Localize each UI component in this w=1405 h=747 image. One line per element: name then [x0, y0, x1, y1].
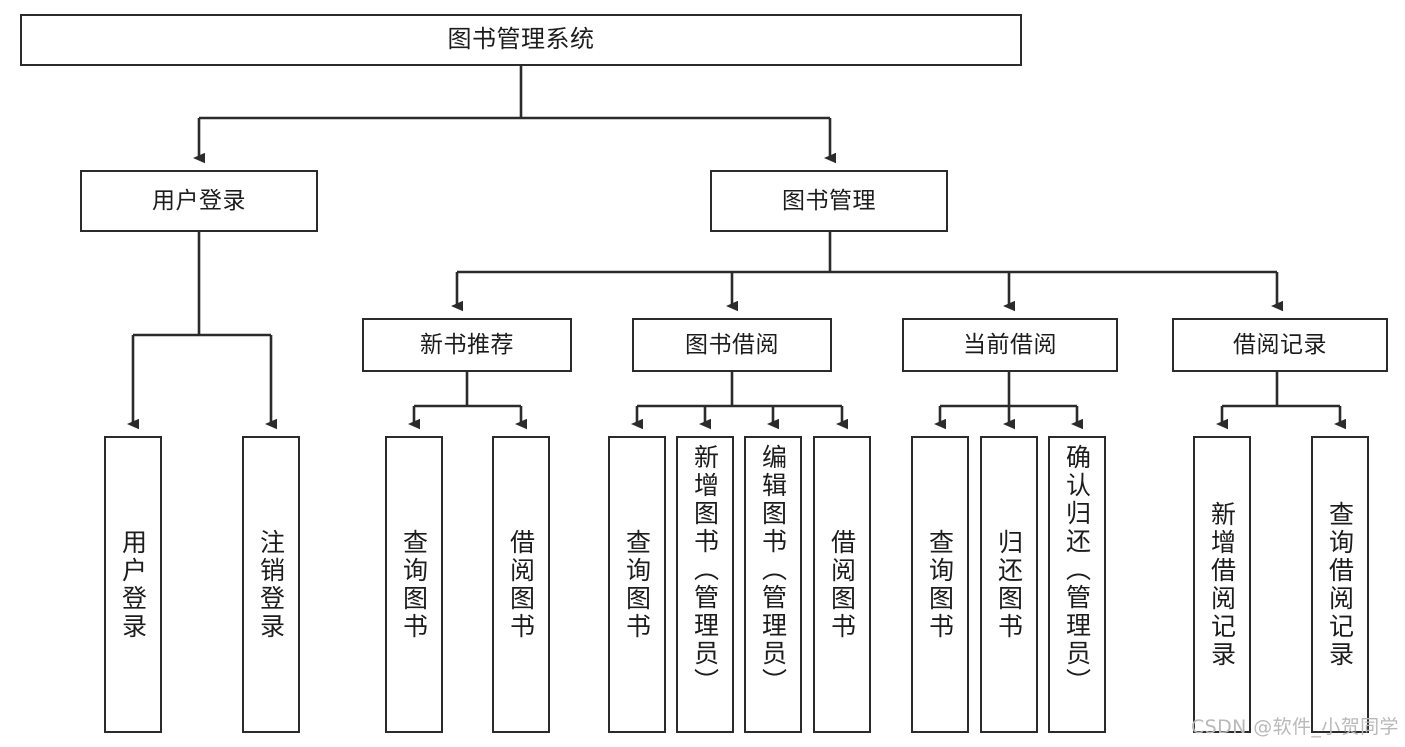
node-new-book-recommend[interactable]: 新书推荐	[362, 318, 572, 372]
node-leaf-query-borrow-record[interactable]: 查询借阅记录	[1311, 436, 1369, 733]
node-label: 图书借阅	[685, 331, 779, 358]
node-user-login[interactable]: 用户登录	[80, 170, 318, 232]
node-leaf-query-book-recommend[interactable]: 查询图书	[385, 436, 443, 733]
node-label: 图书管理系统	[447, 25, 595, 54]
node-book-borrow[interactable]: 图书借阅	[632, 318, 832, 372]
node-label: 确认归还（管理员）	[1062, 444, 1092, 696]
node-leaf-logout[interactable]: 注销登录	[242, 436, 300, 733]
node-leaf-add-borrow-record[interactable]: 新增借阅记录	[1193, 436, 1251, 733]
node-leaf-return-book[interactable]: 归还图书	[980, 436, 1038, 733]
node-label: 用户登录	[152, 187, 246, 214]
node-leaf-borrow-book-recommend[interactable]: 借阅图书	[492, 436, 550, 733]
node-book-management[interactable]: 图书管理	[710, 170, 948, 232]
node-leaf-edit-book-admin[interactable]: 编辑图书（管理员）	[744, 436, 802, 733]
node-label: 新增借阅记录	[1207, 500, 1237, 669]
node-root-book-management-system[interactable]: 图书管理系统	[20, 14, 1022, 66]
node-leaf-query-book-borrow[interactable]: 查询图书	[608, 436, 666, 733]
node-label: 用户登录	[118, 528, 148, 641]
node-leaf-add-book-admin[interactable]: 新增图书（管理员）	[676, 436, 734, 733]
node-label: 借阅记录	[1233, 331, 1327, 358]
node-label: 借阅图书	[827, 528, 857, 641]
node-current-borrow[interactable]: 当前借阅	[902, 318, 1118, 372]
node-label: 归还图书	[994, 528, 1024, 641]
node-leaf-borrow-book[interactable]: 借阅图书	[813, 436, 871, 733]
node-leaf-confirm-return-admin[interactable]: 确认归还（管理员）	[1048, 436, 1106, 733]
node-label: 新书推荐	[420, 331, 514, 358]
node-leaf-query-book-current[interactable]: 查询图书	[911, 436, 969, 733]
node-label: 新增图书（管理员）	[690, 444, 720, 696]
node-label: 借阅图书	[506, 528, 536, 641]
node-borrow-record[interactable]: 借阅记录	[1172, 318, 1388, 372]
node-label: 查询借阅记录	[1325, 500, 1355, 669]
node-label: 编辑图书（管理员）	[758, 444, 788, 696]
node-leaf-user-login[interactable]: 用户登录	[104, 436, 162, 733]
watermark: CSDN @软件_小贺同学	[1191, 716, 1399, 738]
node-label: 查询图书	[399, 528, 429, 641]
node-label: 查询图书	[925, 528, 955, 641]
node-label: 注销登录	[256, 528, 286, 641]
node-label: 当前借阅	[963, 331, 1057, 358]
node-label: 图书管理	[782, 187, 876, 214]
node-label: 查询图书	[622, 528, 652, 641]
